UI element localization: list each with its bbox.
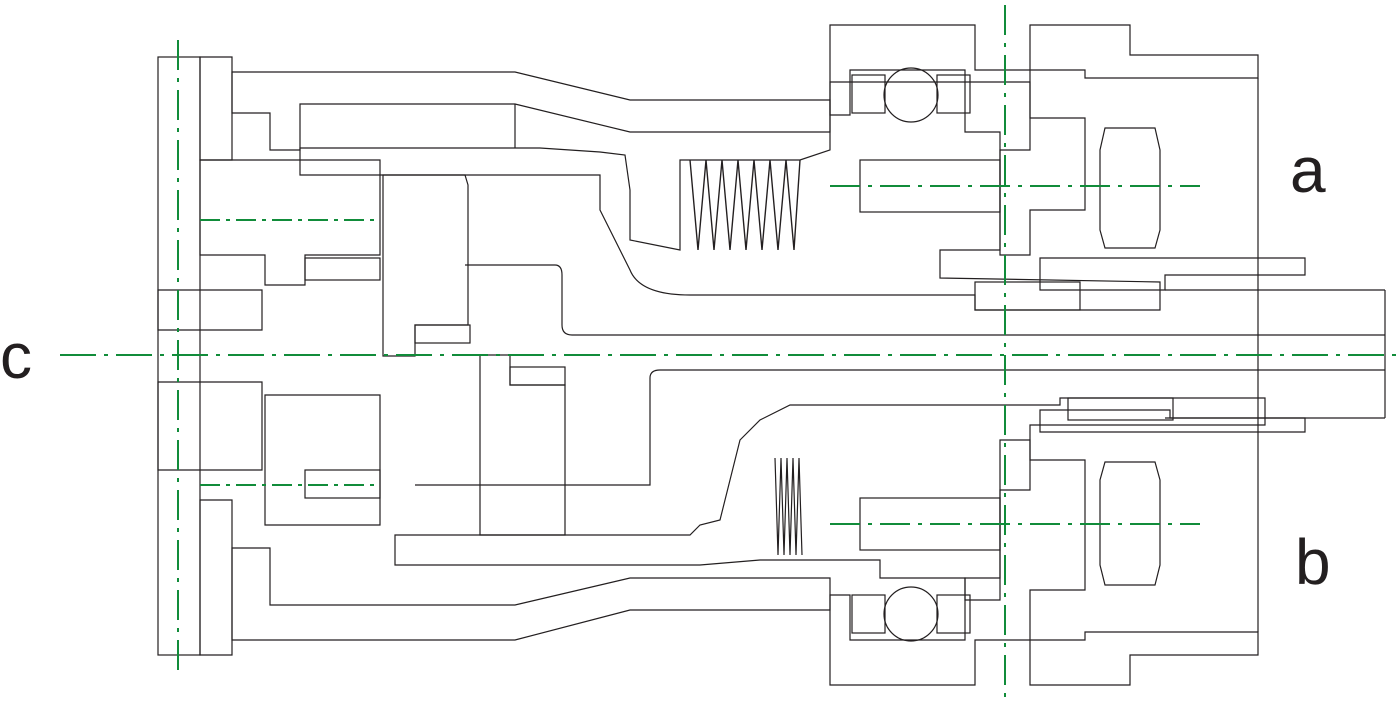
housing-hub-upper	[157, 289, 263, 331]
hex-nut-upper	[1099, 127, 1161, 249]
inner-hub-lower	[264, 394, 381, 526]
clutch-pack-upper	[382, 174, 469, 357]
housing-flange-upper	[829, 24, 1259, 256]
spring-upper	[689, 159, 801, 251]
labels: a b c	[0, 134, 1331, 598]
bearing-ball-upper	[883, 67, 939, 123]
feed-tube-lower	[415, 369, 1385, 486]
housing-sleeve-upper	[1039, 257, 1306, 291]
piston-small-upper	[304, 257, 381, 281]
hex-nut-lower	[1099, 461, 1161, 586]
seal-upper-right	[936, 74, 971, 114]
seal-lower-left	[851, 594, 886, 634]
label-a: a	[1290, 134, 1326, 206]
inner-hub	[199, 159, 1001, 551]
inner-hub-upper	[199, 159, 381, 286]
nuts	[1099, 127, 1161, 586]
piston-insert-lower	[1067, 397, 1174, 421]
housing-hub-lower	[157, 381, 263, 471]
housing-shell-lower	[231, 547, 831, 641]
housing-end-plate-lower	[199, 499, 233, 656]
bearings	[851, 67, 971, 642]
plate-retainer-upper	[414, 324, 471, 344]
piston-hub-lower	[394, 397, 1266, 601]
piston-hub-upper	[299, 81, 1161, 311]
bearing-ball-lower	[883, 586, 939, 642]
springs	[689, 159, 803, 556]
piston-insert-upper	[974, 281, 1081, 311]
seal-upper-left	[851, 74, 886, 114]
plate-retainer-lower	[509, 366, 566, 386]
centerlines	[60, 5, 1400, 705]
feed-tube-upper	[465, 264, 1385, 336]
clutch-pack-lower	[479, 354, 566, 536]
spring-lower	[774, 457, 803, 556]
seal-lower-right	[936, 594, 971, 634]
label-b: b	[1295, 526, 1331, 598]
housing-end-plate-upper	[199, 56, 233, 161]
housing-flange-lower	[829, 439, 1259, 686]
label-c: c	[0, 320, 32, 392]
housing-shell-upper	[231, 71, 831, 151]
